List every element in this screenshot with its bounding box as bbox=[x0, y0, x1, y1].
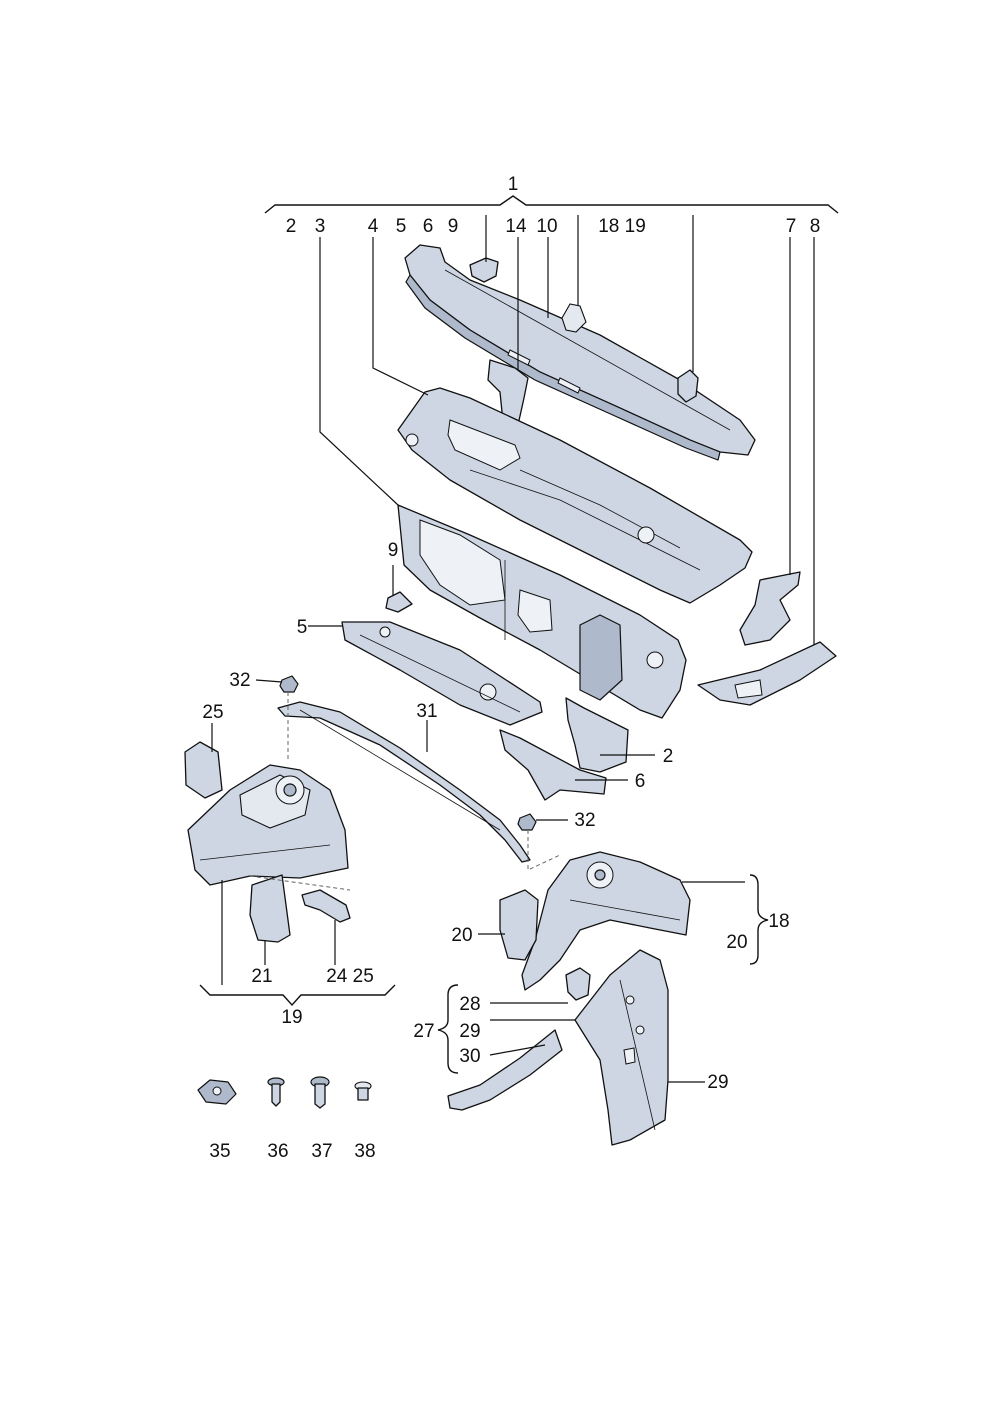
part-plenum-panel bbox=[397, 387, 753, 604]
part-strut-tower-left bbox=[187, 764, 349, 886]
callout-5-mid: 5 bbox=[297, 617, 308, 638]
callout-9-mid: 9 bbox=[388, 540, 399, 561]
callout-6-top: 6 bbox=[423, 216, 434, 237]
part-bracket-8-hole bbox=[734, 679, 763, 699]
callout-37: 37 bbox=[311, 1141, 332, 1162]
part-nut-35-hole bbox=[212, 1086, 222, 1096]
callout-5-top: 5 bbox=[396, 216, 407, 237]
part-reinforcement-20 bbox=[499, 889, 539, 961]
callout-24-25: 24 25 bbox=[326, 966, 374, 987]
callout-20-brace: 20 bbox=[726, 932, 747, 953]
callout-6-right: 6 bbox=[635, 771, 646, 792]
callout-18-19: 18 19 bbox=[598, 216, 646, 237]
part-bracket-25-top bbox=[184, 741, 223, 799]
part-bracket-7 bbox=[739, 571, 801, 646]
callout-35: 35 bbox=[209, 1141, 230, 1162]
callout-28: 28 bbox=[459, 994, 480, 1015]
callout-2-top: 2 bbox=[286, 216, 297, 237]
callout-21: 21 bbox=[251, 966, 272, 987]
part-bulkhead bbox=[397, 504, 687, 719]
callout-32-right: 32 bbox=[574, 810, 595, 831]
leader-4 bbox=[372, 237, 429, 396]
part-reinforcement-21 bbox=[249, 874, 291, 943]
brace-group-19 bbox=[199, 984, 396, 1007]
part-reinforcement-30 bbox=[447, 1029, 563, 1111]
brace-assembly-1 bbox=[264, 195, 839, 214]
callout-10: 10 bbox=[536, 216, 557, 237]
callout-20-part: 20 bbox=[451, 925, 472, 946]
part-rivet-38 bbox=[354, 1081, 372, 1101]
part-bolt-36 bbox=[267, 1077, 285, 1107]
leader-3 bbox=[319, 237, 399, 506]
callout-29-inner: 29 bbox=[459, 1021, 480, 1042]
callout-36: 36 bbox=[267, 1141, 288, 1162]
part-bracket-24-25 bbox=[301, 889, 351, 923]
part-upper-cross-member bbox=[404, 244, 756, 461]
callout-31: 31 bbox=[416, 701, 437, 722]
brace-group-27 bbox=[437, 984, 459, 1074]
part-nut-32-left bbox=[279, 675, 299, 693]
leader-32-left bbox=[255, 679, 283, 683]
callout-29-right: 29 bbox=[707, 1072, 728, 1093]
callout-3: 3 bbox=[315, 216, 326, 237]
callout-2-right: 2 bbox=[663, 746, 674, 767]
part-bracket-6 bbox=[499, 729, 607, 801]
callout-4: 4 bbox=[368, 216, 379, 237]
callout-1: 1 bbox=[508, 174, 519, 195]
callout-8: 8 bbox=[810, 216, 821, 237]
callout-18-group: 18 bbox=[768, 911, 789, 932]
part-strut-tower-right bbox=[521, 851, 691, 991]
callout-27-group: 27 bbox=[413, 1021, 434, 1042]
part-bracket-8 bbox=[697, 641, 837, 706]
part-bracket-right-small bbox=[677, 369, 699, 403]
part-bracket-28 bbox=[565, 967, 591, 1001]
alignment-line-lower-left bbox=[249, 875, 351, 891]
part-bracket-mid-9 bbox=[385, 591, 413, 613]
part-bracket-top-9 bbox=[469, 257, 499, 283]
part-nut-32-right bbox=[517, 813, 537, 831]
callout-32-left: 32 bbox=[229, 670, 250, 691]
brace-group-18 bbox=[749, 874, 769, 965]
callout-9-top: 9 bbox=[448, 216, 459, 237]
part-apron-29 bbox=[574, 949, 669, 1146]
callout-14: 14 bbox=[505, 216, 527, 237]
part-bolt-37 bbox=[310, 1076, 330, 1109]
part-closing-panel-2 bbox=[565, 697, 629, 773]
alignment-line-right bbox=[527, 830, 561, 871]
part-clip-18-19 bbox=[561, 303, 587, 333]
part-strut-brace-31 bbox=[277, 701, 531, 863]
callout-30: 30 bbox=[459, 1046, 480, 1067]
callout-19-group: 19 bbox=[281, 1007, 302, 1028]
leader-30 bbox=[489, 1044, 546, 1056]
callout-38: 38 bbox=[354, 1141, 375, 1162]
callout-7: 7 bbox=[786, 216, 797, 237]
part-cross-member-5 bbox=[341, 621, 543, 726]
callout-25-top: 25 bbox=[202, 702, 223, 723]
